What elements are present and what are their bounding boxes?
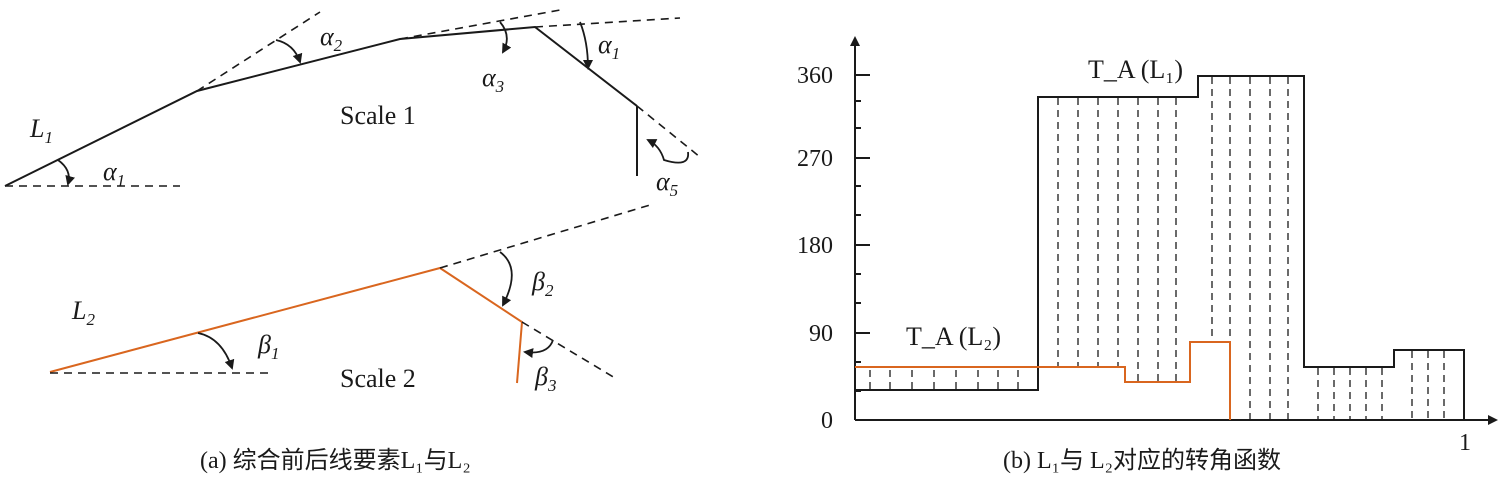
- step-ta-l1: [855, 75, 1465, 420]
- label-ta-l1: T_A (L₁): [1088, 55, 1183, 84]
- ytick-270: 270: [797, 146, 833, 172]
- label-scale1: Scale 1: [340, 101, 416, 130]
- label-alpha3: α3: [482, 63, 504, 96]
- label-alpha5: α5: [656, 167, 678, 200]
- l1-angle-arcs: [57, 21, 689, 186]
- panel-a: L1 α1 α2 α3 α1 α5 Scale 1 L2 β1 β2 β3 Sc…: [4, 9, 701, 474]
- xtick-1: 1: [1459, 430, 1471, 456]
- ytick-0: 0: [821, 408, 833, 434]
- l2-extensions: [50, 204, 651, 379]
- y-major-ticks: [855, 74, 870, 334]
- line-l2: [49, 266, 524, 384]
- step-ta-l2: [855, 341, 1231, 420]
- label-ta-l2: T_A (L₂): [906, 322, 1001, 351]
- label-alpha1: α1: [103, 157, 125, 190]
- label-beta2: β2: [531, 267, 554, 300]
- label-alpha1-b: α1: [598, 30, 620, 63]
- label-alpha2: α2: [320, 22, 343, 55]
- panel-b: 0 90 180 270 360 1: [797, 36, 1498, 474]
- label-beta1: β1: [257, 330, 279, 363]
- caption-a: (a) 综合前后线要素L₁与L₂: [200, 447, 471, 474]
- label-l2: L2: [71, 296, 95, 329]
- ytick-360: 360: [797, 63, 833, 89]
- ytick-180: 180: [797, 233, 833, 259]
- l1-hatching: [869, 77, 1445, 420]
- ytick-90: 90: [809, 321, 833, 347]
- label-scale2: Scale 2: [340, 364, 416, 393]
- caption-b: (b) L₁与 L₂对应的转角函数: [1003, 447, 1281, 474]
- l1-extensions: [5, 9, 701, 187]
- l2-angle-arcs: [197, 251, 554, 370]
- label-l1: L1: [29, 114, 53, 147]
- label-beta3: β3: [534, 362, 556, 395]
